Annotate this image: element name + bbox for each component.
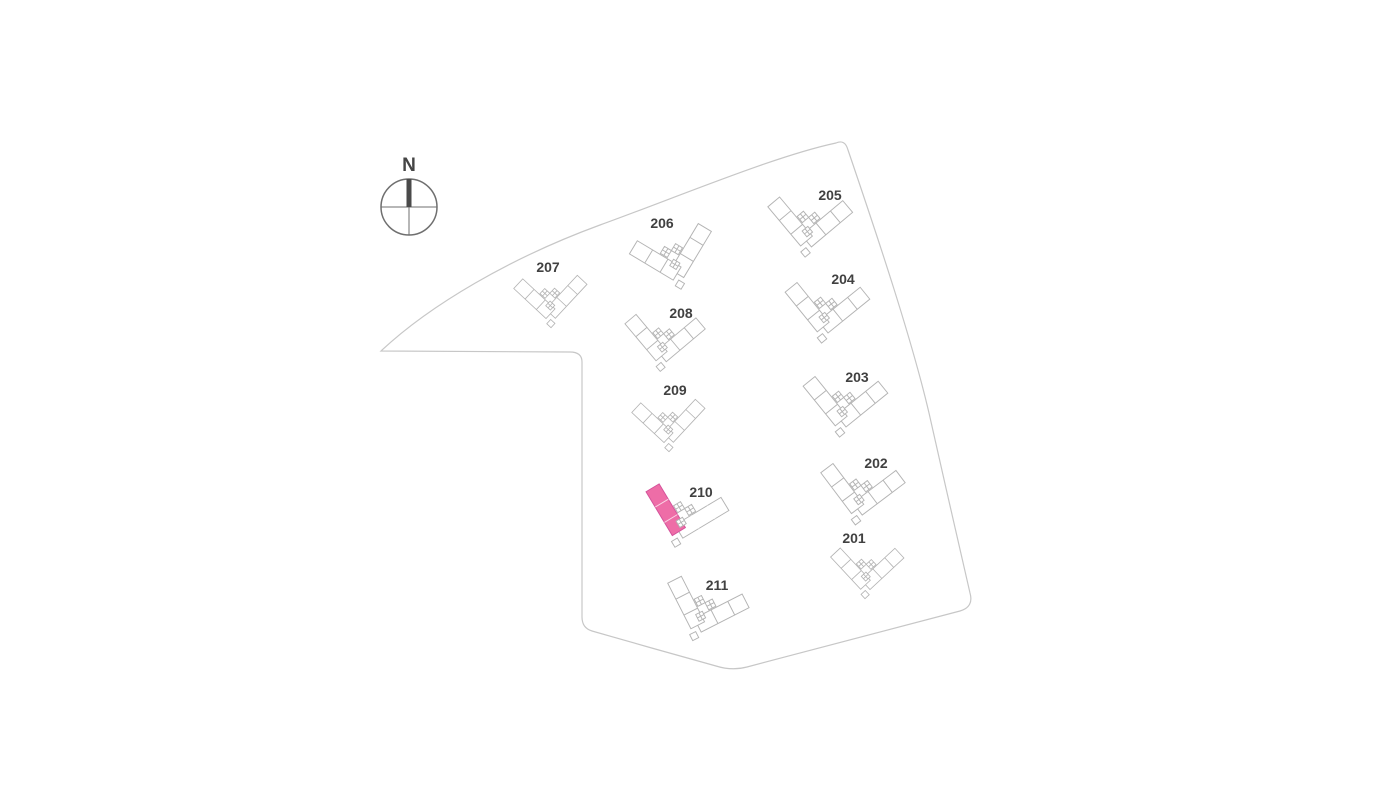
building-208-interior-walls [635, 327, 694, 351]
unit-label-206[interactable]: 206 [650, 215, 674, 231]
compass-rose: N [380, 155, 438, 236]
building-211-wing-right [693, 593, 750, 633]
building-202-interior-walls [831, 477, 893, 505]
unit-label-211[interactable]: 211 [706, 577, 729, 593]
compass-north-needle-icon [406, 179, 412, 207]
building-208-stair-icon [652, 327, 675, 373]
unit-label-209[interactable]: 209 [663, 382, 687, 398]
building-201-interior-walls [840, 557, 895, 580]
unit-label-202[interactable]: 202 [864, 455, 888, 471]
building-206-wing-right [669, 222, 713, 279]
building-210-interior-walls [654, 498, 716, 529]
building-209-wing-right [663, 398, 706, 443]
building-205-stair-icon [796, 210, 821, 258]
building-209[interactable] [631, 398, 706, 453]
unit-label-203[interactable]: 203 [845, 369, 869, 385]
building-210-stair-icon [670, 500, 697, 548]
building-206-wing-left [628, 240, 682, 281]
building-210[interactable] [635, 479, 732, 557]
building-203[interactable] [798, 373, 889, 441]
site-boundary-outline [379, 141, 972, 670]
building-207-wing-right [545, 274, 588, 319]
building-201[interactable] [829, 546, 905, 600]
building-203-wing-left [802, 375, 848, 427]
building-203-stair-icon [831, 390, 856, 438]
building-204-interior-walls [796, 296, 858, 322]
building-204[interactable] [780, 279, 871, 347]
building-207-interior-walls [524, 285, 578, 310]
building-205-wing-right [800, 199, 854, 248]
building-211[interactable] [653, 571, 752, 654]
building-209-wing-left [631, 402, 674, 444]
building-205[interactable] [764, 194, 854, 261]
buildings-layer [513, 194, 906, 654]
building-210-wing-right [674, 496, 730, 539]
building-202-wing-left [820, 462, 865, 515]
building-208-wing-left [624, 313, 668, 362]
building-206[interactable] [626, 221, 723, 299]
unit-label-204[interactable]: 204 [831, 271, 855, 287]
building-203-interior-walls [814, 390, 876, 416]
building-203-wing-right [835, 380, 889, 428]
building-201-wing-left [830, 547, 871, 590]
building-208[interactable] [621, 312, 706, 375]
building-202[interactable] [814, 460, 906, 531]
building-208-wing-right [656, 317, 706, 363]
building-207-stair-icon [539, 287, 561, 329]
compass-north-label: N [402, 155, 416, 176]
building-209-interior-walls [642, 409, 696, 434]
building-206-stair-icon [659, 242, 686, 290]
unit-label-207[interactable]: 207 [536, 259, 560, 275]
unit-label-210[interactable]: 210 [689, 484, 713, 500]
unit-label-205[interactable]: 205 [818, 187, 842, 203]
building-201-stair-icon [855, 558, 877, 600]
unit-label-208[interactable]: 208 [669, 305, 693, 321]
building-202-stair-icon [848, 478, 873, 526]
unit-labels-layer: 205 206 207 204 208 203 209 202 210 201 211 [536, 187, 888, 593]
building-205-wing-left [767, 196, 814, 247]
unit-label-201[interactable]: 201 [842, 530, 866, 546]
building-206-interior-walls [644, 236, 704, 273]
building-211-wing-left [667, 575, 706, 630]
building-201-wing-right [860, 547, 905, 591]
building-210-wing-left-selected [645, 483, 687, 537]
building-204-stair-icon [813, 296, 838, 344]
building-211-interior-walls [675, 591, 736, 624]
building-202-wing-right [852, 469, 906, 516]
building-204-wing-left [784, 281, 830, 333]
building-207[interactable] [513, 274, 588, 329]
building-207-wing-left [513, 278, 556, 320]
building-209-stair-icon [657, 411, 679, 453]
building-211-stair-icon [689, 594, 717, 642]
building-205-interior-walls [779, 210, 841, 236]
building-204-wing-right [817, 286, 871, 334]
